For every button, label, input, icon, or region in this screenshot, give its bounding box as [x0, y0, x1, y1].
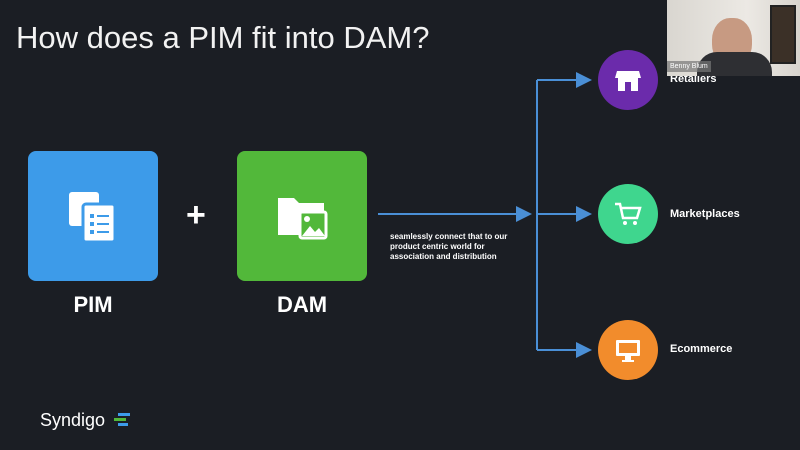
- wall-picture: [770, 5, 796, 64]
- marketplaces-circle: [598, 184, 658, 244]
- monitor-icon: [616, 340, 640, 362]
- plus-sign: +: [186, 196, 206, 234]
- shopping-cart-icon: [615, 202, 642, 225]
- retailers-circle: [598, 50, 658, 110]
- syndigo-logo: Syndigo: [40, 410, 131, 431]
- slide-title: How does a PIM fit into DAM?: [16, 20, 430, 55]
- dam-tile: [237, 151, 367, 281]
- dam-label: DAM: [276, 292, 328, 317]
- product-documents-icon: [69, 192, 117, 244]
- connection-note: seamlessly connect that to our product c…: [390, 232, 508, 261]
- logo-bars-icon: [114, 413, 131, 426]
- ecommerce-circle: [598, 320, 658, 380]
- folder-image-icon: [278, 198, 328, 240]
- pim-label: PIM: [73, 292, 113, 317]
- pim-tile: [28, 151, 158, 281]
- webcam-feed: Benny Blum: [667, 0, 800, 76]
- logo-text: Syndigo: [40, 410, 106, 430]
- channel-ecommerce: Ecommerce: [670, 343, 733, 355]
- store-icon: [615, 71, 641, 91]
- channel-retailers: Retailers: [670, 73, 717, 85]
- channel-marketplaces: Marketplaces: [670, 208, 740, 220]
- participant-name: Benny Blum: [667, 61, 711, 72]
